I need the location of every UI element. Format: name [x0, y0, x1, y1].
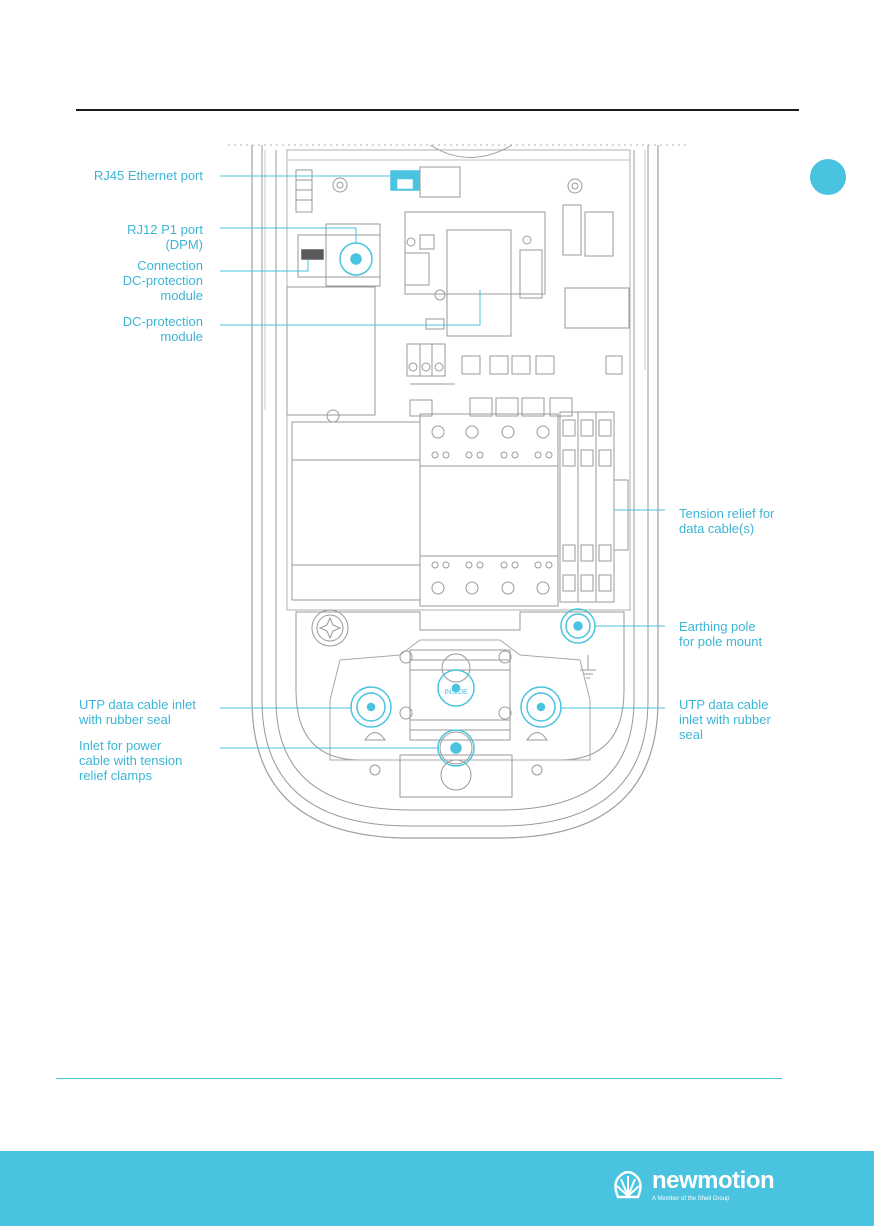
- label-dc-module-line1: DC-protection: [122, 314, 203, 329]
- label-power-line1: Inlet for power: [79, 738, 162, 753]
- label-rj12-line1: RJ12 P1 port: [127, 222, 203, 237]
- label-connection-line1: Connection: [137, 258, 203, 273]
- label-utp-left-line1: UTP data cable inlet: [79, 697, 196, 712]
- label-rj12-line2: (DPM): [165, 237, 203, 252]
- label-utp-right: UTP data cable inlet with rubber seal: [679, 697, 771, 742]
- label-power-inlet: Inlet for power cable with tension relie…: [79, 738, 182, 783]
- brand-name: newmotion: [652, 1167, 775, 1194]
- label-connection-line3: module: [160, 288, 203, 303]
- label-connection: Connection DC-protection module: [123, 258, 203, 303]
- label-rj12: RJ12 P1 port (DPM): [127, 222, 203, 252]
- inside-text: INSIDE: [444, 689, 468, 696]
- label-dc-module: DC-protection module: [123, 314, 203, 344]
- label-earthing-line1: Earthing pole: [679, 619, 756, 634]
- label-earthing: Earthing pole for pole mount: [679, 619, 762, 649]
- section-marker: [810, 159, 846, 195]
- label-tension-relief: Tension relief for data cable(s): [679, 506, 774, 536]
- label-utp-right-line3: seal: [679, 727, 703, 742]
- label-tension-line2: data cable(s): [679, 521, 755, 536]
- label-power-line3: relief clamps: [79, 768, 152, 783]
- label-rj45: RJ45 Ethernet port: [93, 168, 203, 183]
- label-connection-line2: DC-protection: [122, 273, 203, 288]
- label-utp-left: UTP data cable inlet with rubber seal: [79, 697, 196, 727]
- top-rule: [76, 109, 799, 111]
- bottom-rule: [56, 1078, 782, 1079]
- label-utp-right-line2: inlet with rubber: [679, 712, 771, 727]
- label-dc-module-line2: module: [160, 329, 203, 344]
- brand-logo: newmotion A Member of the Shell Group: [612, 1167, 792, 1209]
- label-utp-left-line2: with rubber seal: [79, 712, 171, 727]
- shell-icon: [614, 1171, 642, 1199]
- footer-band: newmotion A Member of the Shell Group: [0, 1151, 874, 1226]
- label-tension-line1: Tension relief for: [679, 506, 775, 521]
- brand-tagline: A Member of the Shell Group: [652, 1196, 730, 1202]
- label-earthing-line2: for pole mount: [679, 634, 763, 649]
- label-utp-right-line1: UTP data cable: [679, 697, 769, 712]
- label-power-line2: cable with tension: [79, 753, 183, 768]
